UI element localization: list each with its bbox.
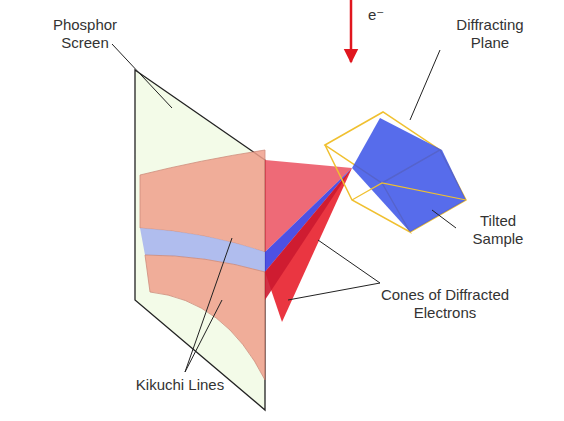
electron-beam	[350, 0, 353, 62]
lower-kikuchi-band	[145, 255, 265, 380]
beam-label: e⁻	[368, 6, 398, 24]
screen-label: Phosphor Screen	[40, 16, 130, 52]
leader-lines	[112, 44, 456, 372]
phosphor-screen	[135, 70, 265, 410]
tilted-sample	[325, 112, 466, 232]
lower-cone	[265, 168, 352, 322]
cones-label: Cones of Diffracted Electrons	[370, 286, 520, 322]
kikuchi-label: Kikuchi Lines	[135, 376, 225, 394]
plane-label: Diffracting Plane	[440, 16, 540, 52]
lower-cone-side	[265, 168, 352, 300]
sample-label: Tilted Sample	[458, 212, 538, 248]
diffracting-plane	[352, 118, 466, 232]
